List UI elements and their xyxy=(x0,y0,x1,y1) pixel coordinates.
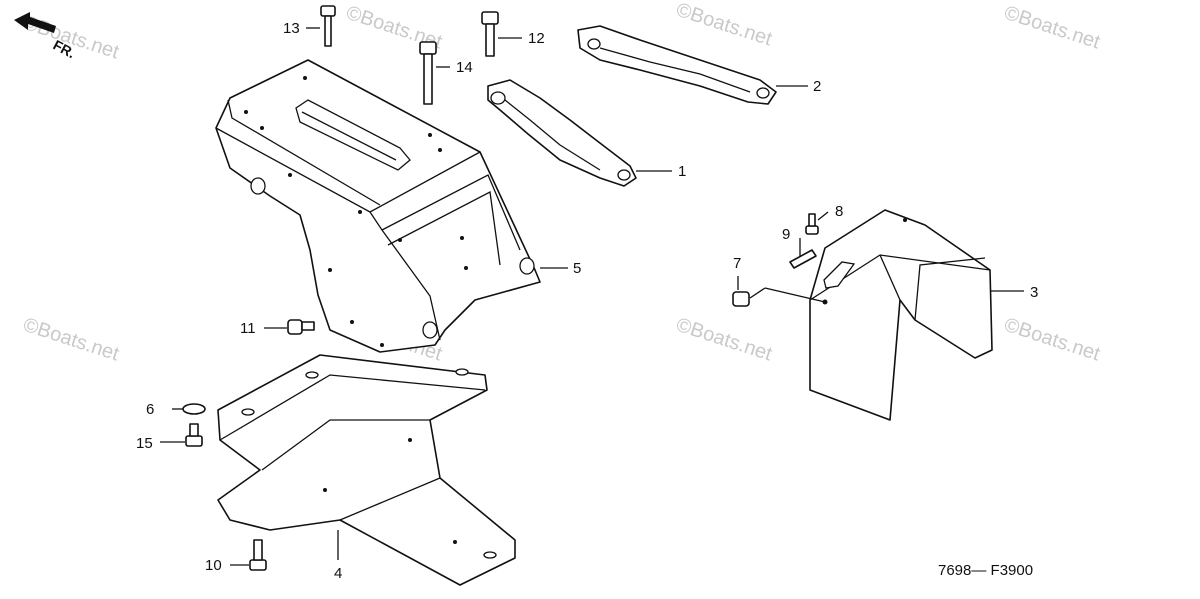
callout-13: 13 xyxy=(283,20,300,37)
callout-7: 7 xyxy=(733,255,741,272)
watermark-mid-right: ©Boats.net xyxy=(673,314,775,366)
callout-8: 8 xyxy=(835,203,843,220)
callout-labels: 1 2 3 4 5 6 7 8 9 10 11 12 13 14 15 xyxy=(136,20,1038,582)
callout-5: 5 xyxy=(573,260,581,277)
part-8-bolt xyxy=(805,213,819,235)
part-9-bolt xyxy=(789,249,817,269)
callout-4: 4 xyxy=(334,565,342,582)
front-arrow-icon xyxy=(14,12,56,33)
part-15-bolt xyxy=(185,423,203,447)
callout-9: 9 xyxy=(782,226,790,243)
callout-3: 3 xyxy=(1030,284,1038,301)
callout-14: 14 xyxy=(456,59,473,76)
part-12-bolt xyxy=(481,11,499,57)
figure-code: 7698— F3900 xyxy=(938,562,1033,579)
part-3-cover xyxy=(809,209,993,421)
part-11-bolt xyxy=(287,319,315,335)
watermark-top-right: ©Boats.net xyxy=(673,0,775,51)
part-7-nut xyxy=(732,291,750,307)
part-13-bolt xyxy=(320,5,336,47)
callout-15: 15 xyxy=(136,435,153,452)
part-2-arm xyxy=(577,25,777,105)
watermark-mid-far-right: ©Boats.net xyxy=(1001,314,1103,366)
callout-11: 11 xyxy=(240,320,256,337)
callout-1: 1 xyxy=(678,163,686,180)
callout-6: 6 xyxy=(146,401,154,418)
callout-2: 2 xyxy=(813,78,821,95)
part-4-mounting-plate xyxy=(217,354,516,586)
watermark-mid-left: ©Boats.net xyxy=(20,314,122,366)
leader-lines xyxy=(160,27,1024,566)
watermark-top-far-right: ©Boats.net xyxy=(1001,2,1103,54)
part-10-bolt xyxy=(249,539,267,571)
part-6-nut xyxy=(182,403,206,415)
callout-12: 12 xyxy=(528,30,545,47)
part-5-frame-bracket xyxy=(215,59,541,353)
part-14-bolt xyxy=(419,41,437,105)
callout-10: 10 xyxy=(205,557,222,574)
part-1-arm xyxy=(487,79,637,187)
